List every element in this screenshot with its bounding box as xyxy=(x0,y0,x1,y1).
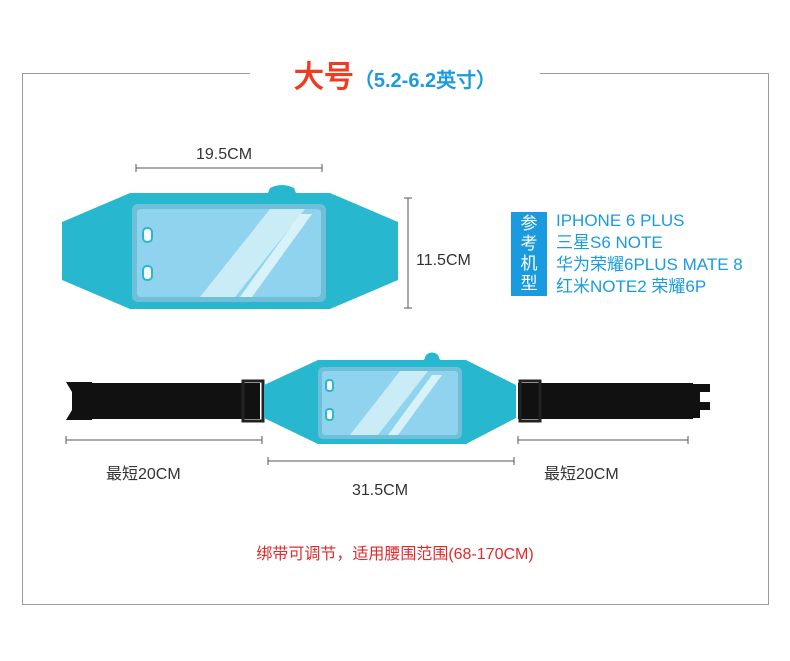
left-strap xyxy=(90,383,260,419)
left-strap-slider xyxy=(241,379,265,423)
reference-models-badge: 参考机型 xyxy=(511,212,547,296)
model-item: 红米NOTE2 荣耀6P xyxy=(556,277,707,296)
reference-models-badge-text: 参考机型 xyxy=(520,214,538,293)
right-buckle xyxy=(688,384,710,418)
title-size-range: （5.2-6.2英寸） xyxy=(353,70,497,92)
earphone-hole-top xyxy=(142,227,153,243)
right-strap xyxy=(518,383,693,419)
reference-models-list: IPHONE 6 PLUS 三星S6 NOTE 华为荣耀6PLUS MATE 8… xyxy=(556,210,743,298)
right-strap-dimension-line xyxy=(517,436,689,444)
left-strap-label: 最短20CM xyxy=(106,466,181,483)
center-dimension-line xyxy=(267,457,515,465)
page-title: 大号（5.2-6.2英寸） xyxy=(250,52,540,96)
height-label: 11.5CM xyxy=(416,252,471,269)
left-strap-dimension-line xyxy=(65,436,263,444)
center-length-label: 31.5CM xyxy=(352,482,409,499)
height-dimension-line xyxy=(404,197,412,309)
left-buckle xyxy=(66,382,92,420)
adjustable-note: 绑带可调节，适用腰围范围(68-170CM) xyxy=(256,546,534,563)
model-item: IPHONE 6 PLUS xyxy=(556,211,685,230)
window-glare xyxy=(200,209,305,297)
model-item: 华为荣耀6PLUS MATE 8 xyxy=(556,255,743,274)
width-label: 19.5CM xyxy=(196,146,253,163)
right-strap-slider xyxy=(518,379,542,423)
width-dimension-line xyxy=(135,164,323,172)
earphone-hole-bottom xyxy=(142,265,153,281)
model-item: 三星S6 NOTE xyxy=(556,233,663,252)
right-strap-label: 最短20CM xyxy=(544,466,619,483)
title-size-name: 大号 xyxy=(293,61,354,94)
